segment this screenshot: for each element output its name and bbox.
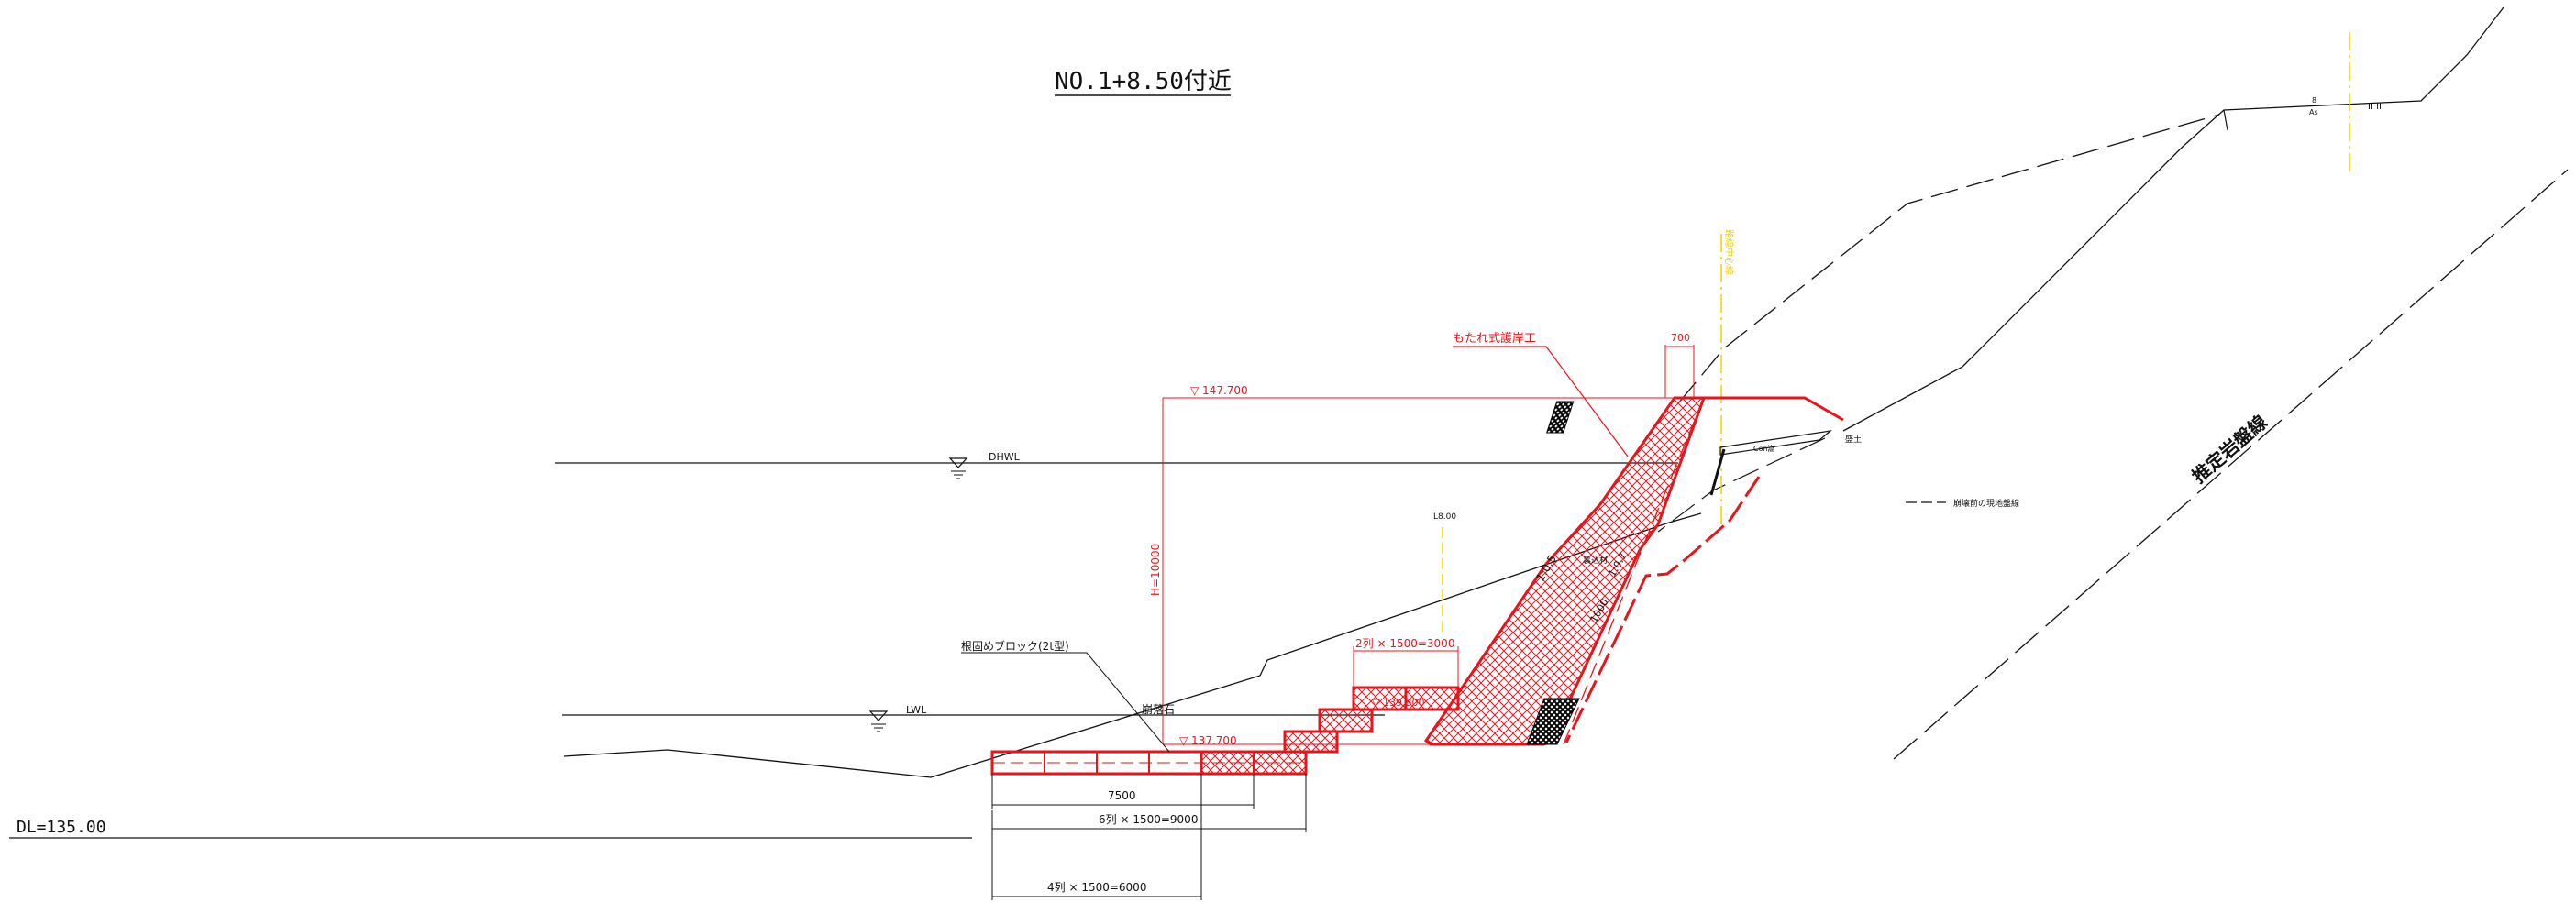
lwl-symbol — [868, 710, 889, 732]
existing-ground-right — [1842, 6, 2504, 432]
stepped-blocks — [1283, 686, 1460, 754]
block-label-leader — [961, 652, 1170, 753]
drain-top — [1545, 401, 1575, 434]
bedrock-line — [1893, 169, 2569, 760]
pre-collapse-ground-line — [1677, 114, 2220, 404]
wall-crest — [1675, 396, 1844, 422]
d3000-text: 2列 × 1500=3000 — [1355, 637, 1454, 650]
rock-label: 崩落石 — [1142, 703, 1175, 716]
legend-text: 崩壊前の現地盤線 — [1953, 498, 2019, 509]
concrete-cap — [1719, 430, 1833, 456]
base-elev-text: ▽ 137.700 — [1179, 734, 1237, 747]
dhwl-label: DHWL — [989, 451, 1021, 463]
mark-8: 8 — [2312, 96, 2316, 105]
d9000-text: 6列 × 1500=9000 — [1099, 813, 1198, 826]
wall-inner-line — [1563, 397, 1705, 745]
leaning-wall-body — [1423, 396, 1707, 746]
concrete-post — [1709, 448, 1726, 496]
dim-6000 — [991, 774, 1202, 900]
dim-9000 — [991, 774, 1307, 832]
d6000-text: 4列 × 1500=6000 — [1047, 881, 1146, 894]
foundation-blocks — [990, 750, 1308, 776]
wall-label: もたれ式護岸工 — [1453, 331, 1536, 346]
backfill-line — [1564, 476, 1761, 743]
crest-dim-text: 700 — [1671, 332, 1690, 344]
drawing-title: NO.1+8.50付近 — [1055, 68, 1232, 95]
backfill-label: 裏込材 — [1583, 555, 1608, 566]
ground-segment-top — [2223, 109, 2228, 131]
wall-label-leader — [1453, 346, 1629, 457]
mark-ii: II II — [2368, 102, 2382, 112]
bedrock-label: 推定岩盤線 — [2188, 411, 2272, 488]
l800-label: L8.00 — [1433, 512, 1456, 522]
drain-bottom — [1526, 698, 1580, 745]
top-elev-text: ▽ 147.700 — [1190, 384, 1248, 397]
height-dim-text: H=10000 — [1149, 544, 1162, 596]
dhwl-symbol — [948, 457, 968, 479]
yellow-centerline-label: 路線中心線 — [1723, 229, 1735, 275]
lwl-label: LWL — [906, 704, 927, 716]
d7500-text: 7500 — [1108, 789, 1136, 802]
datum-label: DL=135.00 — [17, 818, 106, 837]
mark-as: As — [2309, 108, 2318, 116]
concrete-label: Con嵩 — [1753, 445, 1775, 453]
step-elev-text: ▽ 139.800 — [1372, 697, 1424, 709]
block-label: 根固めブロック(2t型) — [961, 639, 1069, 653]
fill-label: 盛土 — [1845, 434, 1862, 445]
dim-7500 — [991, 774, 1255, 809]
